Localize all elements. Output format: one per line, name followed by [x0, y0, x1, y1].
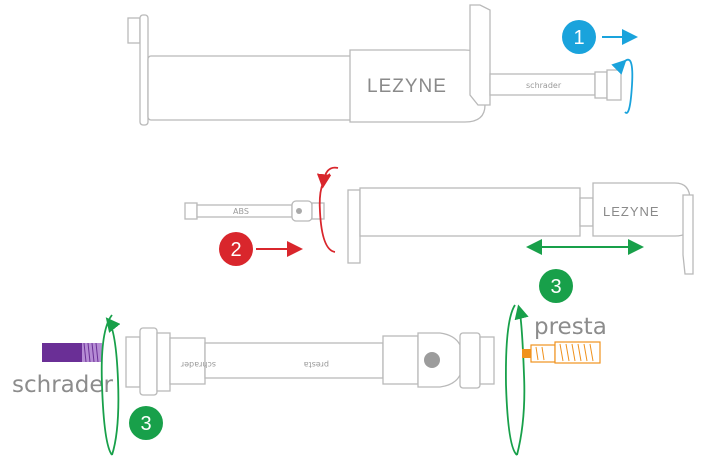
brand-logo: LEZYNE	[603, 204, 660, 219]
presta-valve	[522, 341, 601, 364]
step-3-badge-bottom: 3	[129, 406, 163, 440]
step-1-badge: 1	[562, 20, 596, 54]
brand-logo: LEZYNE	[367, 76, 447, 97]
step-3-badge: 3	[539, 269, 573, 303]
rotate-arrowhead-icon	[105, 317, 121, 456]
schrader-label: schrader	[12, 372, 114, 398]
rotate-arrowhead-icon	[514, 304, 529, 456]
pump-middle: ABS LEZYNE	[184, 182, 694, 275]
rotate-arrow-icon	[611, 58, 634, 114]
rotate-arrowhead-icon	[316, 166, 339, 189]
pump-top: LEZYNE schrader	[127, 4, 622, 126]
rotate-arrow-icon	[505, 304, 518, 456]
hose-label: ABS	[233, 207, 249, 216]
schrader-valve	[42, 342, 102, 363]
step-2-badge: 2	[219, 232, 253, 266]
hose-label-presta: presta	[304, 360, 329, 369]
svg-text:3: 3	[140, 413, 151, 435]
hose-label-schrader: schrader	[180, 360, 216, 369]
hose-detail: schrader presta	[125, 327, 495, 396]
svg-text:1: 1	[573, 27, 584, 49]
svg-text:3: 3	[550, 276, 561, 298]
hose-label: schrader	[526, 81, 562, 90]
presta-label: presta	[534, 314, 607, 340]
svg-text:2: 2	[230, 239, 241, 261]
